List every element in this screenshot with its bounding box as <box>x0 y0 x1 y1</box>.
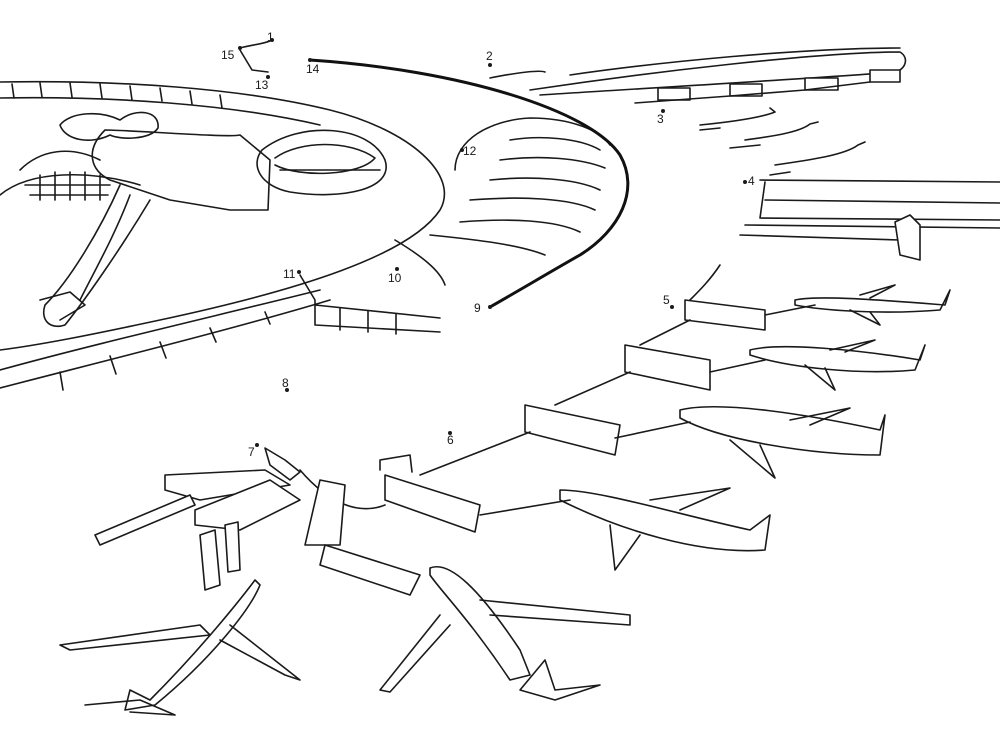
dot-2[interactable] <box>488 63 492 67</box>
parked-planes <box>559 284 951 571</box>
terminal-entrance <box>299 274 441 335</box>
far-terminal <box>489 47 907 104</box>
dot-label-10: 10 <box>388 271 402 285</box>
lower-gates <box>94 447 421 596</box>
dot-label-12: 12 <box>463 144 477 158</box>
dot-9[interactable] <box>488 305 492 309</box>
side-terminal <box>739 179 1000 261</box>
dot-label-13: 13 <box>255 78 269 92</box>
dot-label-3: 3 <box>657 112 664 126</box>
dot-label-5: 5 <box>663 293 670 307</box>
dot-5[interactable] <box>670 305 674 309</box>
dot-label-14: 14 <box>306 62 320 76</box>
dot-label-9: 9 <box>474 301 481 315</box>
dot-label-2: 2 <box>486 49 493 63</box>
dot-10[interactable] <box>395 267 399 271</box>
control-tower <box>0 111 271 327</box>
dot-15[interactable] <box>238 46 242 50</box>
dot-3[interactable] <box>661 109 665 113</box>
dot-8[interactable] <box>285 388 289 392</box>
dot-13[interactable] <box>266 75 270 79</box>
dot-label-6: 6 <box>447 433 454 447</box>
dot-4[interactable] <box>743 180 747 184</box>
dot-label-7: 7 <box>248 445 255 459</box>
pier <box>299 264 816 533</box>
short-stroke-13-15 <box>239 49 269 73</box>
drawn-path <box>308 58 630 309</box>
dot-14[interactable] <box>308 58 312 62</box>
terminal-roof <box>0 80 446 391</box>
dot-1[interactable] <box>270 38 274 42</box>
distant-planes <box>699 107 866 176</box>
dot-11[interactable] <box>297 270 301 274</box>
dot-label-4: 4 <box>748 174 755 188</box>
dot-label-1: 1 <box>267 30 274 44</box>
short-stroke-1-15 <box>239 39 273 49</box>
dot-labels: 1 2 3 4 5 6 7 8 9 10 11 12 13 14 15 <box>221 30 755 459</box>
dot-6[interactable] <box>448 431 452 435</box>
dot-label-8: 8 <box>282 376 289 390</box>
dot-label-15: 15 <box>221 48 235 62</box>
dot-label-11: 11 <box>283 267 296 281</box>
apron-markings <box>394 117 611 286</box>
dot-7[interactable] <box>255 443 259 447</box>
dot-12[interactable] <box>460 148 464 152</box>
foreground-planes <box>59 565 631 716</box>
